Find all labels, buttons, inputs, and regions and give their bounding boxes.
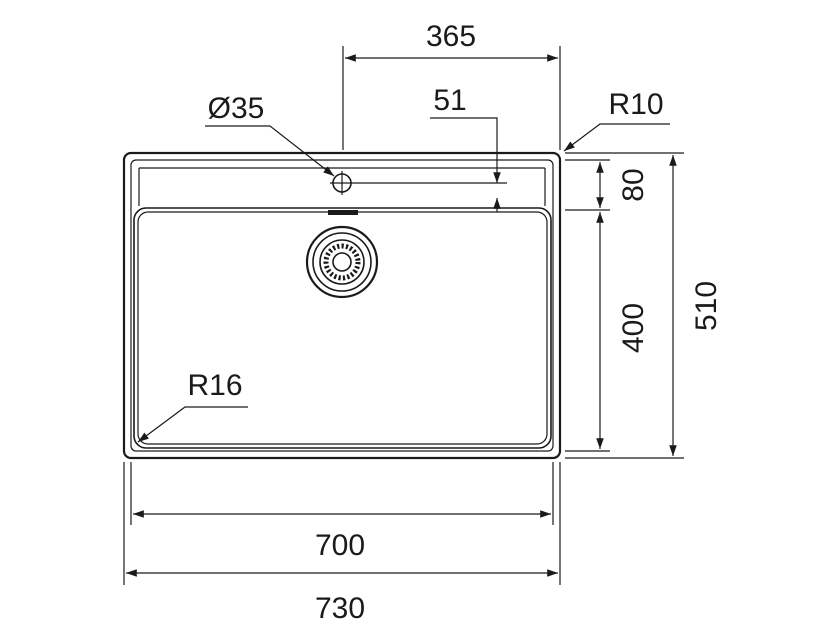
sink-inner-rim [130, 159, 554, 452]
sink-bowl [133, 207, 552, 449]
dim-r16: R16 [137, 369, 248, 443]
dim-510-label: 510 [690, 281, 723, 331]
sink-outline [122, 151, 562, 460]
drain-strainer [305, 225, 379, 299]
overflow-slot [328, 210, 358, 215]
sink-outer-rim [122, 151, 562, 460]
dim-verticals: 80 400 510 [565, 152, 723, 459]
dim-365: 365 [342, 20, 561, 150]
dim-400-label: 400 [617, 303, 650, 353]
dim-r16-label: R16 [187, 369, 242, 402]
dim-tap-diameter: Ø35 [205, 92, 335, 177]
dim-80-label: 80 [617, 168, 650, 201]
dim-365-label: 365 [426, 20, 476, 53]
dim-730-label: 730 [315, 592, 365, 625]
dim-700-label: 700 [315, 529, 365, 562]
tap-hole [330, 171, 507, 195]
dim-r10: R10 [563, 88, 670, 152]
dim-tap-diameter-label: Ø35 [208, 92, 265, 125]
dim-51: 51 [430, 84, 501, 212]
dim-horizontals: 700 730 [123, 462, 561, 625]
dim-r10-label: R10 [608, 88, 663, 121]
dim-51-label: 51 [433, 84, 466, 117]
